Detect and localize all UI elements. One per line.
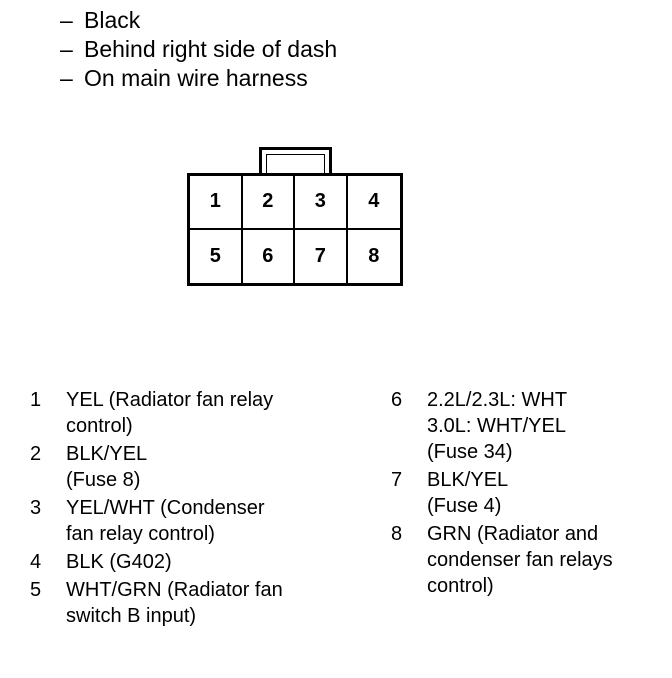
connector-latch-inner (266, 154, 325, 175)
pinout-entry-7: 7 BLK/YEL (Fuse 4) (391, 467, 661, 519)
pin-cavity-1: 1 (190, 176, 243, 230)
pin-cavity-6: 6 (243, 229, 295, 283)
pin-number: 2 (30, 443, 42, 465)
pin-cavity-4: 4 (347, 176, 400, 230)
pinout-entry-3: 3 YEL/WHT (Condenser fan relay control) (30, 495, 350, 547)
info-harness-text: On main wire harness (84, 65, 308, 91)
pinout-entry-6: 6 2.2L/2.3L: WHT 3.0L: WHT/YEL (Fuse 34) (391, 387, 661, 465)
pinout-entry-4: 4 BLK (G402) (30, 549, 350, 575)
pin-number: 8 (391, 523, 403, 545)
pin-cavity-3: 3 (295, 176, 348, 230)
pin-number: 7 (391, 469, 403, 491)
pin-description: WHT/GRN (Radiator fan switch B input) (66, 577, 283, 629)
pinout-list-right: 6 2.2L/2.3L: WHT 3.0L: WHT/YEL (Fuse 34)… (391, 387, 661, 601)
pin-description: BLK (G402) (66, 549, 172, 575)
pin-description: YEL/WHT (Condenser fan relay control) (66, 495, 265, 547)
pin-description-line: BLK/YEL (66, 443, 148, 465)
pin-cavity-5: 5 (190, 229, 243, 283)
pin-description-line: (Fuse 8) (66, 469, 141, 491)
pinout-entry-5: 5 WHT/GRN (Radiator fan switch B input) (30, 577, 350, 629)
pin-number: 6 (391, 389, 403, 411)
pinout-entry-1: 1 YEL (Radiator fan relay control) (30, 387, 350, 439)
pin-number: 3 (30, 497, 42, 519)
pin-description: 2.2L/2.3L: WHT 3.0L: WHT/YEL (Fuse 34) (427, 387, 567, 465)
pinout-list-left: 1 YEL (Radiator fan relay control) 2 BLK… (30, 387, 350, 631)
pin-number: 5 (30, 579, 42, 601)
pin-cavity-2: 2 (242, 176, 295, 230)
connector-latch (259, 147, 332, 175)
info-location: –Behind right side of dash (60, 36, 338, 62)
info-location-text: Behind right side of dash (84, 36, 338, 62)
connector-housing: 1 2 3 4 5 6 7 8 (187, 173, 403, 286)
pinout-entry-8: 8 GRN (Radiator and condenser fan relays… (391, 521, 661, 599)
connector-diagram: 1 2 3 4 5 6 7 8 (187, 147, 403, 287)
pinout-entry-2: 2 BLK/YEL (Fuse 8) (30, 441, 350, 493)
pin-description-line: control) (66, 415, 133, 437)
info-color-text: Black (84, 7, 141, 33)
pin-description: YEL (Radiator fan relay control) (66, 387, 273, 439)
pin-description-line: (Fuse 4) (427, 495, 502, 517)
info-harness: –On main wire harness (60, 65, 308, 91)
pin-number: 1 (30, 389, 42, 411)
pin-description-line: switch B input) (66, 605, 197, 627)
pin-number: 4 (30, 551, 42, 573)
pin-description-line: (Fuse 34) (427, 441, 513, 463)
pin-description-line: YEL/WHT (Condenser (66, 497, 265, 519)
pin-description: BLK/YEL (Fuse 8) (66, 441, 147, 493)
pin-description-line: 2.2L/2.3L: WHT (427, 389, 568, 411)
pin-description-line: GRN (Radiator and (427, 523, 599, 545)
pin-description-line: YEL (Radiator fan relay (66, 389, 274, 411)
info-color: –Black (60, 7, 141, 33)
pin-description-line: fan relay control) (66, 523, 215, 545)
pin-description-line: control) (427, 575, 494, 597)
connector-info-list: –Black –Behind right side of dash –On ma… (60, 6, 337, 93)
pin-description-line: WHT/GRN (Radiator fan (66, 579, 283, 601)
pin-description-line: BLK (G402) (66, 551, 172, 573)
pin-cavity-8: 8 (368, 244, 380, 267)
pin-description: GRN (Radiator and condenser fan relays c… (427, 521, 613, 599)
pin-description: BLK/YEL (Fuse 4) (427, 467, 508, 519)
pin-description-line: 3.0L: WHT/YEL (427, 415, 566, 437)
pin-description-line: BLK/YEL (427, 469, 509, 491)
pin-cavity-7: 7 (295, 229, 348, 283)
pin-description-line: condenser fan relays (427, 549, 613, 571)
